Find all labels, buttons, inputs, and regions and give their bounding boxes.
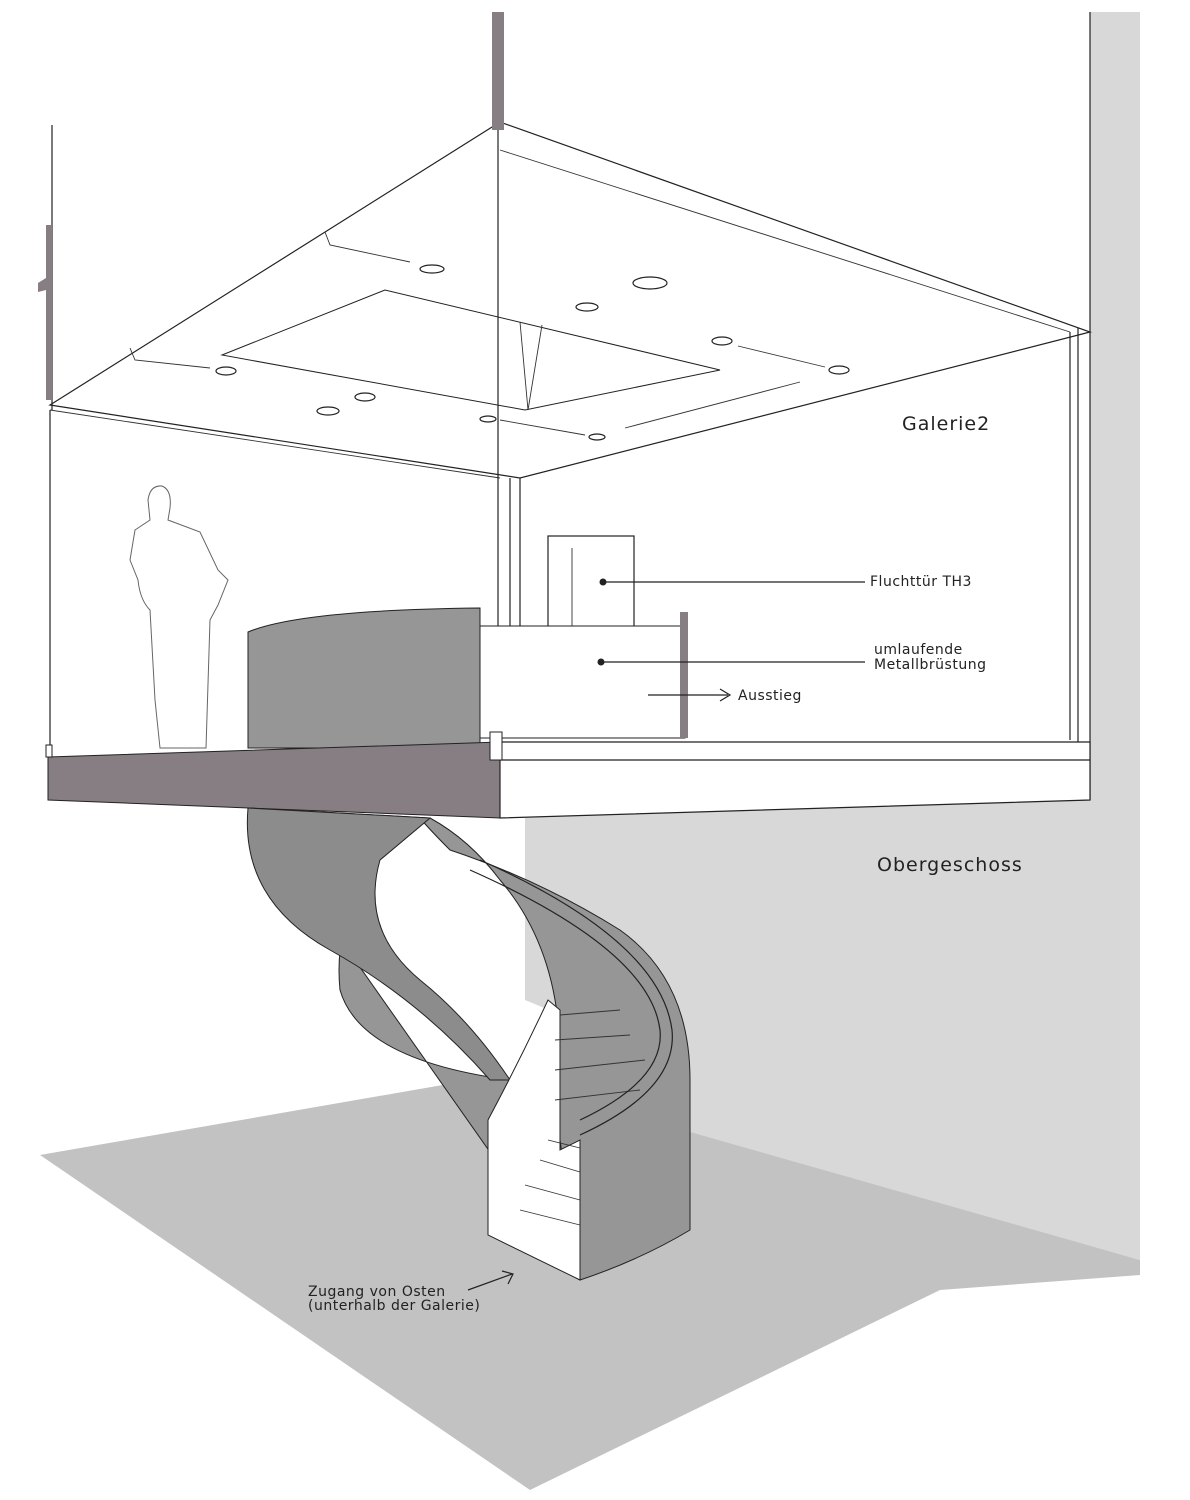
label-bruestung-2: Metallbrüstung xyxy=(874,657,986,673)
gallery-slab xyxy=(47,741,501,819)
stair-steps xyxy=(519,1009,646,1226)
label-galerie: Galerie2 xyxy=(902,413,990,435)
floor-area xyxy=(40,1075,1140,1490)
back-wall xyxy=(525,12,1140,1260)
escape-door xyxy=(547,535,635,631)
ceiling-downlights xyxy=(215,264,850,441)
stair-drum-upper xyxy=(247,607,481,749)
column xyxy=(492,12,504,130)
label-zugang-2: (unterhalb der Galerie) xyxy=(308,1298,480,1314)
person-silhouette xyxy=(129,485,229,749)
ceiling-light-slots xyxy=(129,231,826,436)
gallery-slab-right xyxy=(499,741,1091,819)
label-obergeschoss: Obergeschoss xyxy=(877,854,1023,876)
label-fluchttuer: Fluchttür TH3 xyxy=(870,574,972,590)
label-ausstieg: Ausstieg xyxy=(738,688,802,704)
metal-railing xyxy=(479,625,686,739)
label-zugang-1: Zugang von Osten xyxy=(308,1284,446,1300)
ceiling-recess xyxy=(220,289,721,411)
label-bruestung-1: umlaufende xyxy=(874,642,963,658)
leader-lines xyxy=(467,578,865,1291)
